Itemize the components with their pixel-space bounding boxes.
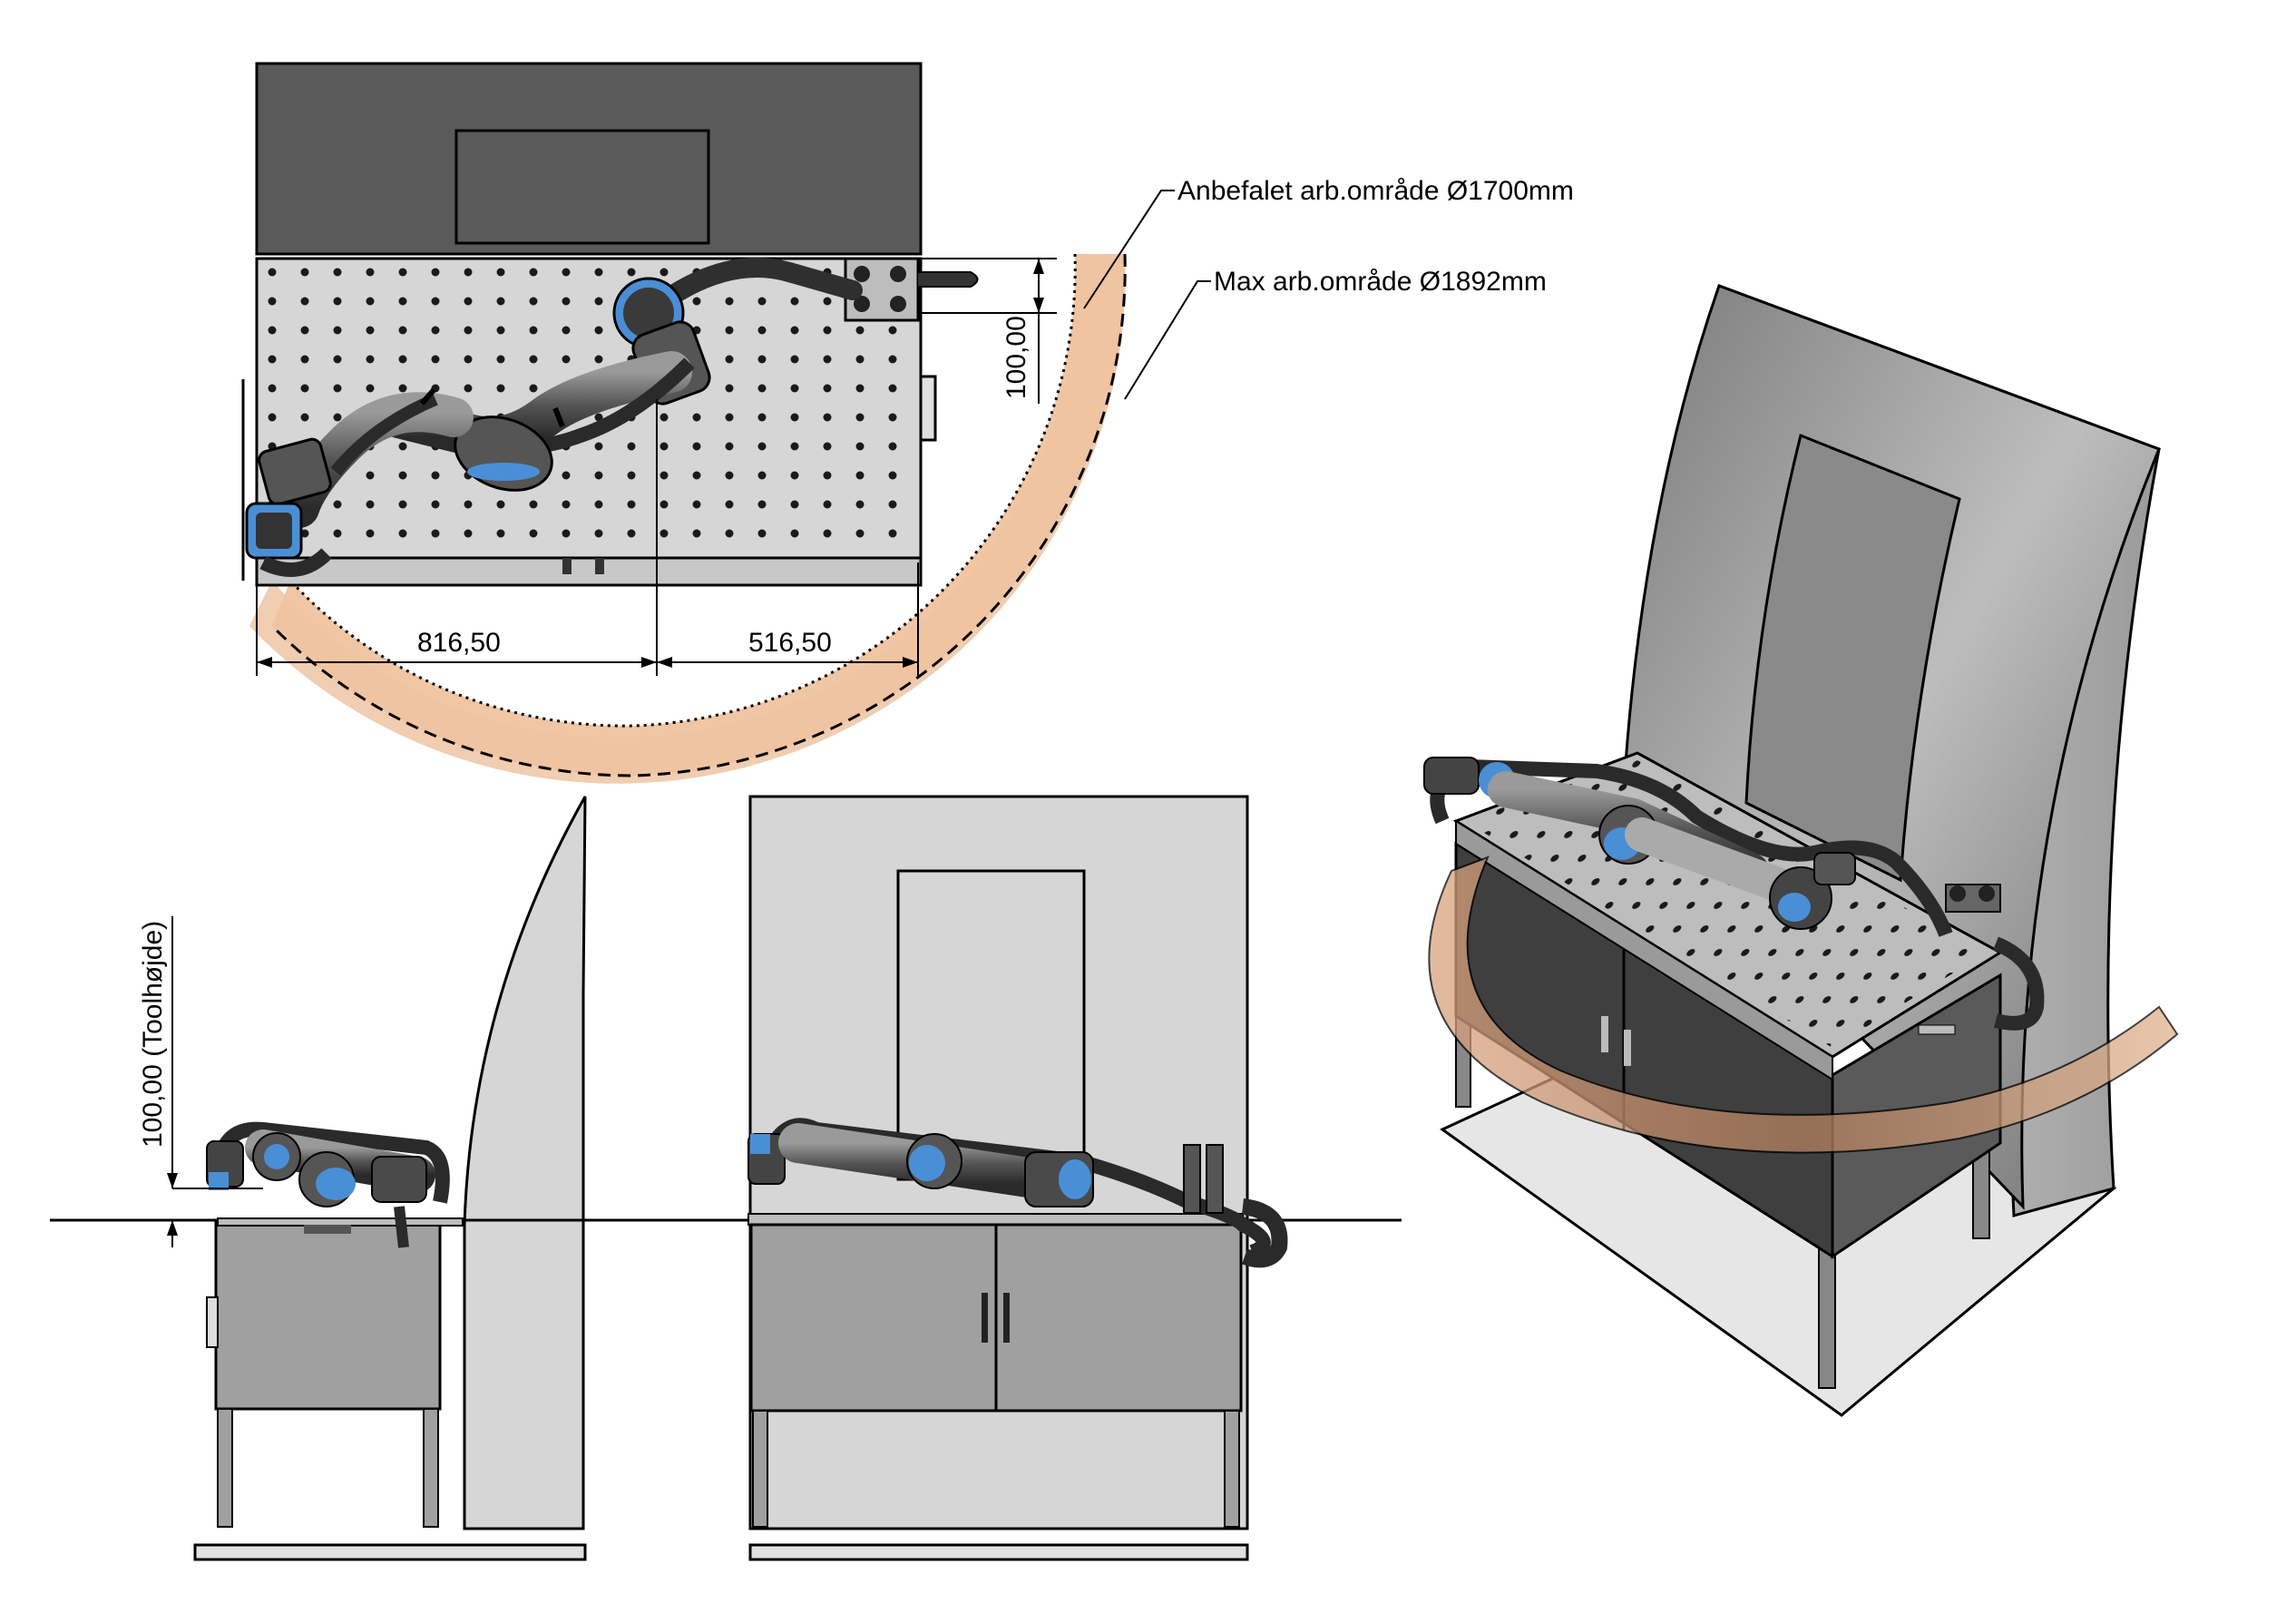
side-view: 100,00 (Toolhøjde) [50,796,1402,1561]
callout-leader-max [1124,280,1211,400]
callout-recommended-area: Anbefalet arb.område Ø1700mm [1177,176,1574,206]
tool-height-label: 100,00 (Toolhøjde) [138,921,168,1148]
robot-arm-iso [1423,757,2045,1031]
front-window [896,869,1086,1181]
callout-leader-recommended [1083,190,1175,309]
front-leg-left [752,1410,768,1528]
callout-max-area: Max arb.område Ø1892mm [1214,267,1547,297]
front-cabinet-right-door [994,1223,1243,1413]
iso-wall-window [1744,433,1961,883]
front-leg-right [1224,1410,1240,1528]
robot-arm-side [206,1121,450,1248]
table-front-edge [255,556,923,587]
dim-left-label: 816,50 [417,628,501,658]
iso-table-top-holes [1465,760,1987,1048]
side-handle [919,375,937,442]
side-wall [463,796,587,1530]
isometric-view [1423,284,2179,1417]
side-cabinet [214,1221,442,1411]
front-cabinet-left-door [749,1223,998,1413]
robot-arm-front [747,1118,1288,1268]
max-area-boundary [270,253,1127,777]
front-floor-plate [748,1543,1249,1561]
front-view [747,795,1288,1561]
side-floor-plate [193,1543,587,1561]
dim-vertical-label: 100,00 [1001,316,1031,399]
dim-right-label: 516,50 [748,628,832,658]
front-tabletop [747,1213,1244,1226]
reach-zone-fill-lower [272,254,1126,777]
side-leg-left [217,1408,233,1528]
side-leg-right [423,1408,439,1528]
iso-reach-zone [1428,855,2179,1154]
top-view: 816,50 516,50 100,00 Anbefalet arb.områd… [241,62,1574,784]
wall-window [454,129,710,245]
recommended-area-boundary [288,253,1077,728]
robot-arm-top [245,258,863,577]
